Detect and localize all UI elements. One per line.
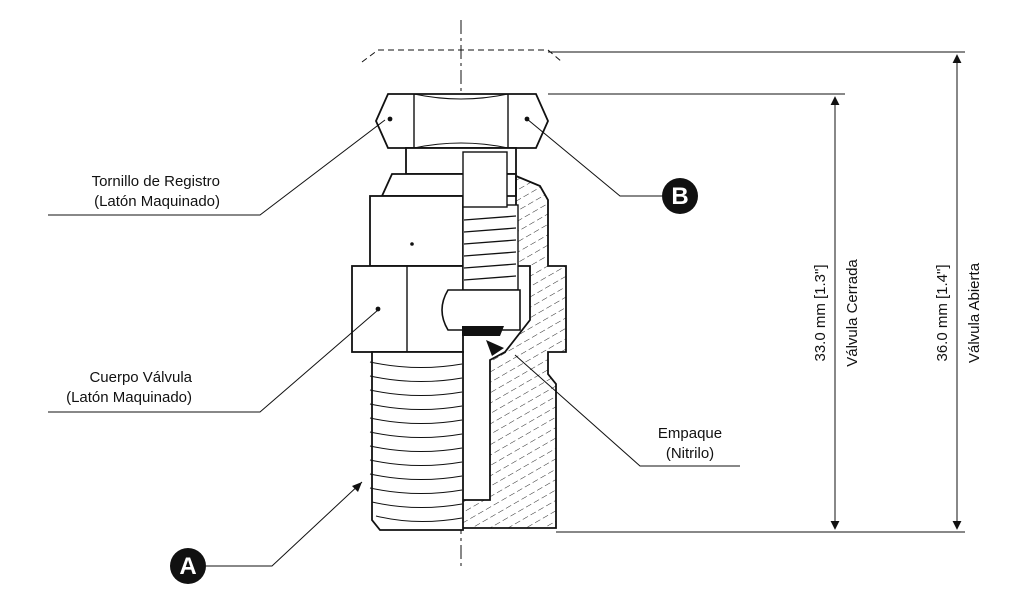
body-leader: Cuerpo Válvula (Latón Maquinado) [48,309,379,413]
callout-a-badge [170,548,206,584]
body-section-hatched [441,151,567,529]
closed-dimension-value: 33.0 mm [1.3"] [812,264,829,361]
open-position-outline [361,49,563,63]
internal-threads [463,215,517,281]
callout-b: B [526,118,698,214]
gasket-leader: Empaque (Nitrilo) [514,354,740,467]
callout-a-letter: A [179,553,196,580]
open-dimension-value: 36.0 mm [1.4"] [934,264,951,361]
svg-text:(Latón Maquinado): (Latón Maquinado) [66,389,192,406]
callout-b-badge [662,178,698,214]
svg-text:(Nitrilo): (Nitrilo) [666,445,714,462]
svg-text:Empaque: Empaque [658,425,722,442]
bonnet-leader: Tornillo de Registro (Latón Maquinado) [48,119,386,216]
callout-b-letter: B [671,183,688,210]
valve-body-upper [369,195,464,267]
open-dimension-label: Válvula Abierta [966,262,983,363]
svg-text:(Latón Maquinado): (Latón Maquinado) [94,193,220,210]
bonnet-hex-nut [375,93,549,149]
callout-a: A [170,481,363,584]
closed-dimension-label: Válvula Cerrada [844,259,861,367]
svg-text:Cuerpo Válvula: Cuerpo Válvula [89,369,192,386]
svg-text:Tornillo de Registro: Tornillo de Registro [92,173,220,190]
gasket [462,326,504,356]
external-pipe-thread [369,351,464,531]
